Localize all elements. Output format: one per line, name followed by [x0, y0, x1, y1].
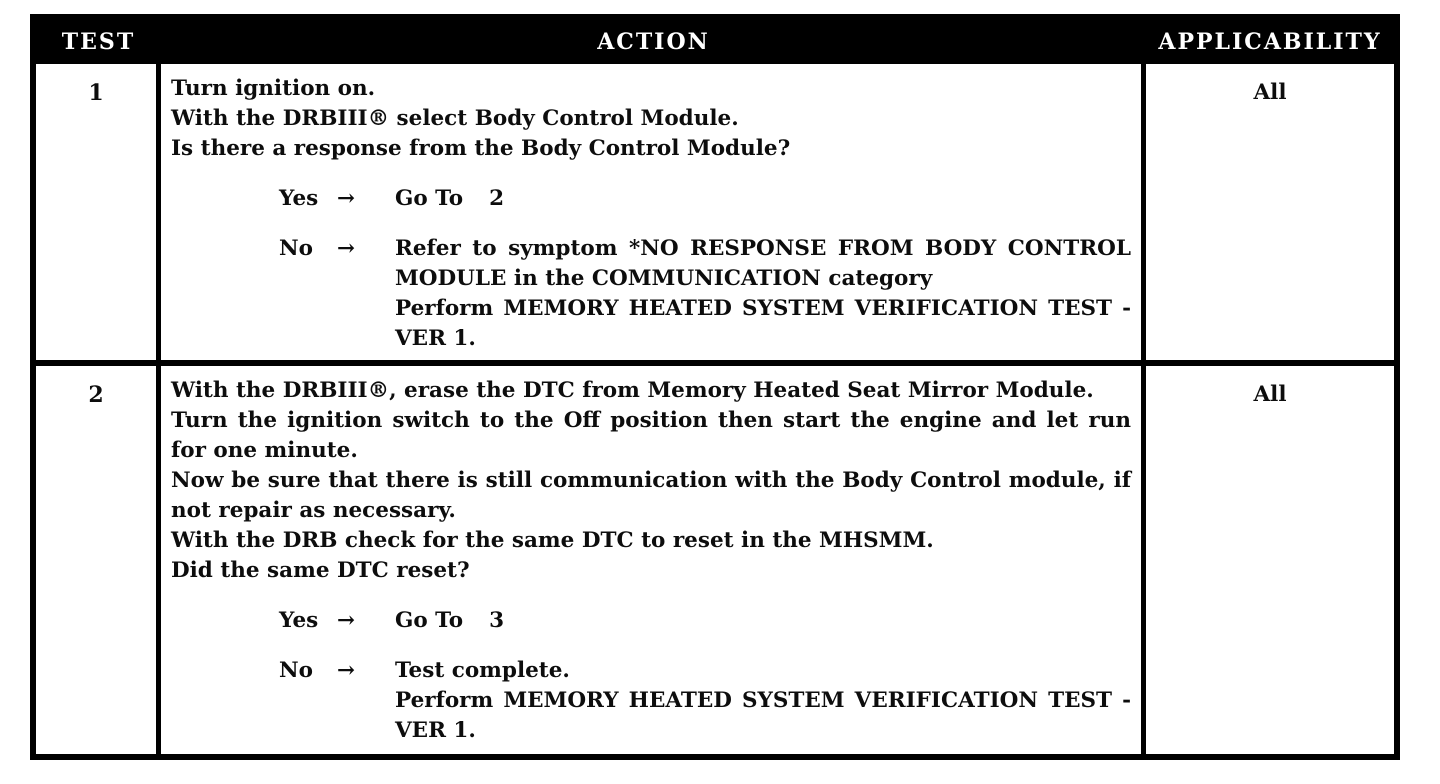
goto-text: Go To	[395, 608, 464, 633]
arrow-right-icon: →	[337, 236, 356, 261]
action-cell: Turn ignition on. With the DRBIII® selec…	[161, 64, 1146, 360]
action-paragraph: With the DRBIII® select Body Control Mod…	[171, 106, 739, 131]
action-paragraph: Did the same DTC reset?	[171, 558, 470, 583]
test-number-cell: 1	[36, 64, 161, 360]
action-paragraph: With the DRB check for the same DTC to r…	[171, 528, 934, 553]
decision-row-no: No → Refer to symptom *NO RESPONSE FROM …	[171, 234, 1131, 354]
applicability-cell: All	[1253, 382, 1287, 407]
decision-row-yes: Yes → Go To 2	[171, 184, 1131, 214]
test-number-cell: 2	[36, 366, 161, 754]
arrow-right-icon: →	[337, 186, 356, 211]
result-line: Test complete.	[395, 658, 570, 683]
decision-row-no: No → Test complete. Perform MEMORY HEATE…	[171, 656, 1131, 746]
action-paragraph: Is there a response from the Body Contro…	[171, 136, 791, 161]
decision-result: Refer to symptom *NO RESPONSE FROM BODY …	[395, 234, 1131, 354]
goto-text: Go To	[395, 186, 464, 211]
action-cell: With the DRBIII®, erase the DTC from Mem…	[161, 366, 1146, 754]
decision-answer: No	[279, 236, 313, 261]
diagnostic-test-table: TEST ACTION APPLICABILITY 1 Turn ignitio…	[30, 14, 1400, 760]
action-paragraph: Turn the ignition switch to the Off posi…	[171, 408, 1131, 463]
applicability-cell: All	[1253, 80, 1287, 105]
decision-result: Go To 3	[395, 606, 1131, 636]
decision-row-yes: Yes → Go To 3	[171, 606, 1131, 636]
result-line: Perform MEMORY HEATED SYSTEM VERIFICATIO…	[395, 688, 1131, 743]
column-header-applicability: APPLICABILITY	[1158, 29, 1382, 55]
result-line: Refer to symptom *NO RESPONSE FROM BODY …	[395, 236, 1131, 291]
arrow-right-icon: →	[337, 608, 356, 633]
decision-result: Go To 2	[395, 184, 1131, 214]
column-header-action: ACTION	[597, 29, 710, 55]
action-paragraph: With the DRBIII®, erase the DTC from Mem…	[171, 378, 1094, 403]
decision-answer: No	[279, 658, 313, 683]
table-header-row: TEST ACTION APPLICABILITY	[36, 20, 1394, 64]
arrow-right-icon: →	[337, 658, 356, 683]
table-row-test-1: 1 Turn ignition on. With the DRBIII® sel…	[36, 64, 1394, 366]
action-paragraph: Now be sure that there is still communic…	[171, 468, 1131, 523]
decision-answer: Yes	[279, 608, 319, 633]
goto-target: 3	[489, 608, 505, 633]
column-header-test: TEST	[61, 29, 136, 55]
result-line: Perform MEMORY HEATED SYSTEM VERIFICATIO…	[395, 296, 1131, 351]
decision-answer: Yes	[279, 186, 319, 211]
goto-target: 2	[489, 186, 505, 211]
table-row-test-2: 2 With the DRBIII®, erase the DTC from M…	[36, 366, 1394, 754]
decision-result: Test complete. Perform MEMORY HEATED SYS…	[395, 656, 1131, 746]
action-paragraph: Turn ignition on.	[171, 76, 376, 101]
